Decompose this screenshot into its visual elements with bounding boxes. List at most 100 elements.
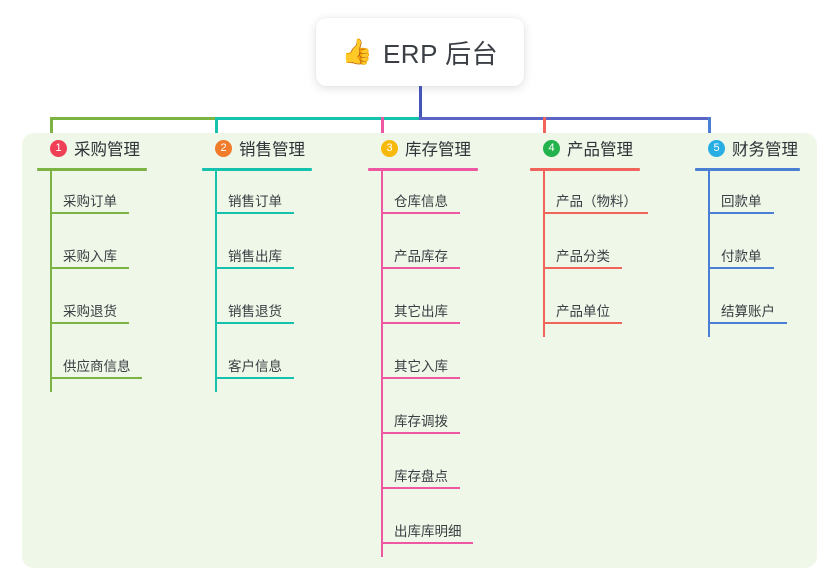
column-财务管理: 5 财务管理回款单付款单结算账户	[695, 133, 839, 355]
column-items: 销售订单销售出库销售退货客户信息	[202, 171, 352, 410]
column-库存管理: 3 库存管理仓库信息产品库存其它出库其它入库库存调拨库存盘点出库库明细	[368, 133, 518, 575]
connector-drop-1	[50, 117, 53, 140]
leaf-node[interactable]: 供应商信息	[37, 355, 187, 410]
leaf-node[interactable]: 销售出库	[202, 245, 352, 300]
leaf-node-rule	[543, 212, 648, 214]
thumbs-up-icon: 👍	[341, 37, 373, 66]
column-header-rule	[368, 168, 478, 171]
leaf-node-label: 回款单	[721, 194, 762, 209]
leaf-node-label: 其它入库	[394, 359, 448, 374]
leaf-node-rule	[543, 322, 623, 324]
leaf-node-label: 采购订单	[63, 194, 117, 209]
leaf-node-rule	[50, 322, 130, 324]
column-title: 财务管理	[732, 141, 798, 159]
leaf-node[interactable]: 其它入库	[368, 355, 518, 410]
leaf-node[interactable]: 产品分类	[530, 245, 680, 300]
connector-drop-3	[381, 117, 384, 140]
column-header-rule	[37, 168, 147, 171]
connector-drop-5	[708, 117, 711, 140]
column-产品管理: 4 产品管理产品（物料） 产品分类产品单位	[530, 133, 680, 355]
column-badge-5: 5	[708, 139, 725, 157]
leaf-node-rule	[50, 212, 130, 214]
leaf-node[interactable]: 库存调拨	[368, 410, 518, 465]
connector-drop-4	[543, 117, 546, 140]
leaf-node-rule	[381, 212, 461, 214]
leaf-node[interactable]: 出库库明细	[368, 520, 518, 575]
leaf-node-label: 库存盘点	[394, 469, 448, 484]
leaf-node-label: 产品分类	[556, 249, 610, 264]
leaf-node[interactable]: 采购订单	[37, 190, 187, 245]
column-spine	[543, 171, 545, 337]
leaf-node-label: 付款单	[721, 249, 762, 264]
leaf-node-rule	[215, 212, 295, 214]
column-spine	[708, 171, 710, 337]
leaf-node[interactable]: 采购退货	[37, 300, 187, 355]
leaf-node[interactable]: 采购入库	[37, 245, 187, 300]
leaf-node-label: 出库库明细	[394, 524, 462, 539]
column-header-rule	[695, 168, 800, 171]
root-title: ERP 后台	[382, 38, 499, 69]
leaf-node-rule	[708, 212, 775, 214]
leaf-node-rule	[381, 322, 461, 324]
leaf-node-rule	[215, 377, 295, 379]
leaf-node-rule	[50, 377, 142, 379]
leaf-node[interactable]: 销售退货	[202, 300, 352, 355]
column-badge-3: 3	[381, 139, 398, 157]
leaf-node-rule	[215, 267, 295, 269]
column-采购管理: 1 采购管理采购订单采购入库采购退货供应商信息	[37, 133, 187, 410]
connector-drop-2	[215, 117, 218, 140]
column-header-rule	[202, 168, 312, 171]
leaf-node[interactable]: 产品（物料）	[530, 190, 680, 245]
leaf-node[interactable]: 产品单位	[530, 300, 680, 355]
column-header-财务管理[interactable]: 5 财务管理	[695, 133, 839, 163]
column-title: 采购管理	[74, 141, 140, 159]
leaf-node-label: 结算账户	[721, 304, 775, 319]
column-items: 仓库信息产品库存其它出库其它入库库存调拨库存盘点出库库明细	[368, 171, 518, 575]
column-badge-1: 1	[50, 139, 67, 157]
leaf-node-rule	[381, 432, 461, 434]
leaf-node-label: 产品单位	[556, 304, 610, 319]
column-header-采购管理[interactable]: 1 采购管理	[37, 133, 187, 163]
column-header-产品管理[interactable]: 4 产品管理	[530, 133, 680, 163]
leaf-node-label: 销售出库	[228, 249, 282, 264]
leaf-node[interactable]: 结算账户	[695, 300, 839, 355]
leaf-node[interactable]: 库存盘点	[368, 465, 518, 520]
leaf-node[interactable]: 产品库存	[368, 245, 518, 300]
leaf-node[interactable]: 其它出库	[368, 300, 518, 355]
leaf-node-rule	[708, 267, 775, 269]
column-items: 回款单付款单结算账户	[695, 171, 839, 355]
leaf-node-label: 客户信息	[228, 359, 282, 374]
connector-bar-segment-1	[50, 117, 215, 120]
root-node-card[interactable]: 👍 ERP 后台	[316, 18, 524, 86]
column-title: 销售管理	[239, 141, 305, 159]
leaf-node-rule	[381, 542, 473, 544]
column-spine	[50, 171, 52, 392]
leaf-node-label: 产品（物料）	[556, 194, 637, 209]
leaf-node[interactable]: 仓库信息	[368, 190, 518, 245]
leaf-node-label: 库存调拨	[394, 414, 448, 429]
column-header-库存管理[interactable]: 3 库存管理	[368, 133, 518, 163]
leaf-node-label: 销售订单	[228, 194, 282, 209]
leaf-node-rule	[215, 322, 295, 324]
leaf-node-rule	[543, 267, 623, 269]
column-badge-4: 4	[543, 139, 560, 157]
column-header-rule	[530, 168, 640, 171]
leaf-node[interactable]: 付款单	[695, 245, 839, 300]
leaf-node[interactable]: 回款单	[695, 190, 839, 245]
connector-bar-segment-3	[419, 117, 711, 120]
leaf-node-label: 产品库存	[394, 249, 448, 264]
leaf-node[interactable]: 客户信息	[202, 355, 352, 410]
column-title: 库存管理	[405, 141, 471, 159]
column-spine	[215, 171, 217, 392]
leaf-node[interactable]: 销售订单	[202, 190, 352, 245]
leaf-node-label: 其它出库	[394, 304, 448, 319]
leaf-node-label: 仓库信息	[394, 194, 448, 209]
column-items: 采购订单采购入库采购退货供应商信息	[37, 171, 187, 410]
leaf-node-label: 供应商信息	[63, 359, 131, 374]
leaf-node-rule	[50, 267, 130, 269]
column-title: 产品管理	[567, 141, 633, 159]
leaf-node-label: 销售退货	[228, 304, 282, 319]
